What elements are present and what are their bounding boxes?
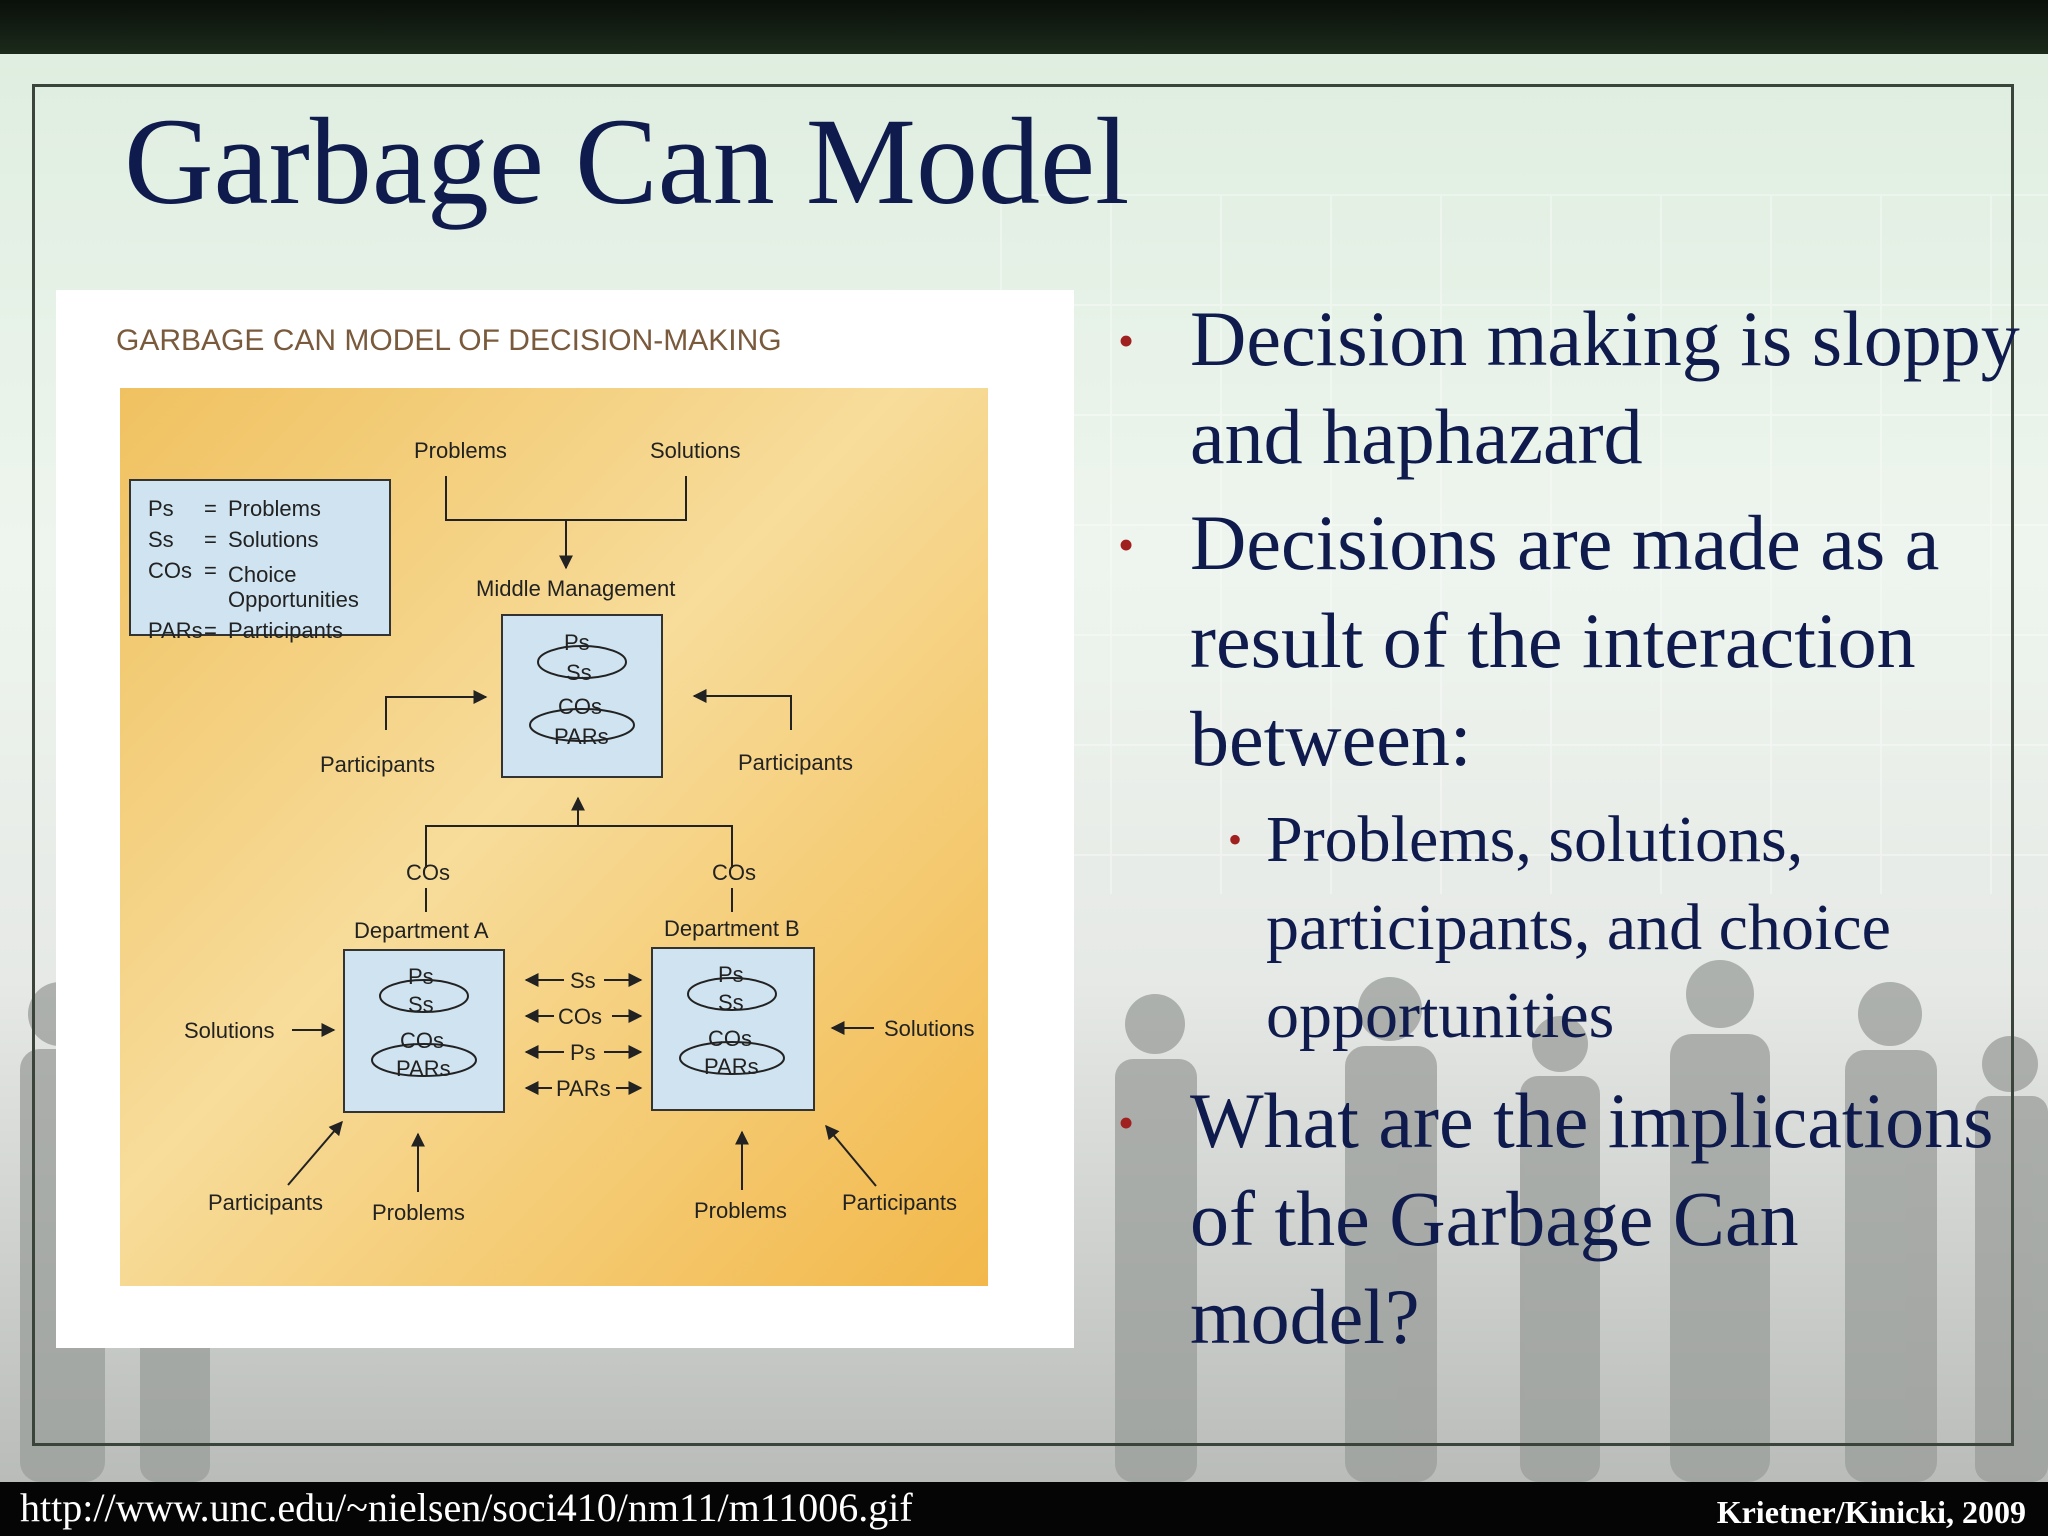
middle-box: Ps Ss COs PARs: [501, 614, 663, 778]
legend-sep: =: [204, 496, 217, 521]
box-pars: PARs: [554, 724, 609, 749]
department-b-box: Ps Ss COs PARs: [651, 947, 815, 1111]
bullet-dot-icon: •: [1118, 315, 1135, 366]
box-cos: COs: [400, 1028, 444, 1053]
label-participants-bottom-right: Participants: [842, 1190, 957, 1215]
arrow-participants-right: [692, 689, 792, 730]
label-solutions-top: Solutions: [650, 438, 741, 463]
legend-meaning: Solutions: [228, 527, 319, 552]
legend-abbr: PARs: [148, 618, 203, 643]
label-problems-top: Problems: [414, 438, 507, 463]
box-ps: Ps: [564, 630, 590, 655]
garbage-can-diagram: GARBAGE CAN MODEL OF DECISION-MAKING Ps …: [116, 324, 988, 1286]
legend-sep: =: [204, 618, 217, 643]
legend-meaning: Participants: [228, 618, 343, 643]
legend-abbr: Ps: [148, 496, 174, 521]
legend-meaning: Problems: [228, 496, 321, 521]
exchange-arrows: Ss COs Ps PARs: [524, 968, 643, 1101]
diagram-heading: GARBAGE CAN MODEL OF DECISION-MAKING: [116, 324, 782, 357]
box-ps: Ps: [718, 962, 744, 987]
credit-text: Krietner/Kinicki, 2009: [1716, 1494, 2026, 1530]
exchange-ps: Ps: [570, 1040, 596, 1065]
legend-sep: =: [204, 558, 217, 583]
garbage-can-diagram-figure: GARBAGE CAN MODEL OF DECISION-MAKING Ps …: [56, 290, 1074, 1348]
bullet-dot-icon: •: [1118, 519, 1135, 570]
box-ss: Ss: [408, 992, 434, 1017]
bullet-dot-icon: •: [1118, 1097, 1135, 1148]
bullet-text: Problems, solutions, participants, and c…: [1266, 803, 1891, 1052]
legend-box: [129, 479, 391, 636]
label-problems-bottom-right: Problems: [694, 1198, 787, 1223]
arrow-participants-b: [825, 1124, 877, 1187]
department-a-box: Ps Ss COs PARs: [343, 949, 505, 1113]
department-b-label: Department B: [664, 916, 800, 941]
bullet-text: What are the implications of the Garbage…: [1190, 1077, 1994, 1360]
label-participants-left: Participants: [320, 752, 435, 777]
legend-meaning: Choice: [228, 562, 296, 587]
background-grid: [1000, 194, 2048, 894]
slide-title: Garbage Can Model: [124, 93, 1130, 230]
top-bar: [0, 0, 2048, 54]
label-cos-left: COs: [406, 860, 450, 885]
bullet-item: • Decision making is sloppy and haphazard: [1110, 290, 2020, 486]
box-ps: Ps: [408, 964, 434, 989]
legend-abbr: Ss: [148, 527, 174, 552]
arrow-participants-a: [287, 1120, 343, 1186]
label-participants-right: Participants: [738, 750, 853, 775]
label-solutions-left: Solutions: [184, 1018, 275, 1043]
label-solutions-right: Solutions: [884, 1016, 975, 1041]
bullet-dot-icon: •: [1228, 817, 1243, 862]
footer-bar: [0, 1482, 2048, 1536]
legend-sep: =: [204, 527, 217, 552]
bullet-list: • Decision making is sloppy and haphazard…: [1110, 290, 2020, 1374]
arrow-participants-left: [385, 690, 488, 730]
middle-management-label: Middle Management: [476, 576, 675, 601]
box-ss: Ss: [566, 660, 592, 685]
sub-bullet-item: • Problems, solutions, participants, and …: [1110, 796, 2020, 1060]
label-participants-bottom-left: Participants: [208, 1190, 323, 1215]
label-cos-right: COs: [712, 860, 756, 885]
label-problems-bottom-left: Problems: [372, 1200, 465, 1225]
slide-frame: [32, 84, 2014, 1446]
bullet-item: • Decisions are made as a result of the i…: [1110, 494, 2020, 788]
box-cos: COs: [708, 1026, 752, 1051]
bullet-text: Decision making is sloppy and haphazard: [1190, 295, 2020, 480]
box-cos: COs: [558, 694, 602, 719]
bullet-text: Decisions are made as a result of the in…: [1190, 499, 1940, 782]
source-url-link[interactable]: http://www.unc.edu/~nielsen/soci410/nm11…: [20, 1485, 913, 1530]
box-pars: PARs: [704, 1054, 759, 1079]
exchange-pars: PARs: [556, 1076, 611, 1101]
department-a-label: Department A: [354, 918, 489, 943]
exchange-cos: COs: [558, 1004, 602, 1029]
box-pars: PARs: [396, 1056, 451, 1081]
box-ss: Ss: [718, 990, 744, 1015]
legend-abbr: COs: [148, 558, 192, 583]
bullet-item: • What are the implications of the Garbag…: [1110, 1072, 2020, 1366]
exchange-ss: Ss: [570, 968, 596, 993]
legend-meaning-line2: Opportunities: [228, 587, 359, 612]
